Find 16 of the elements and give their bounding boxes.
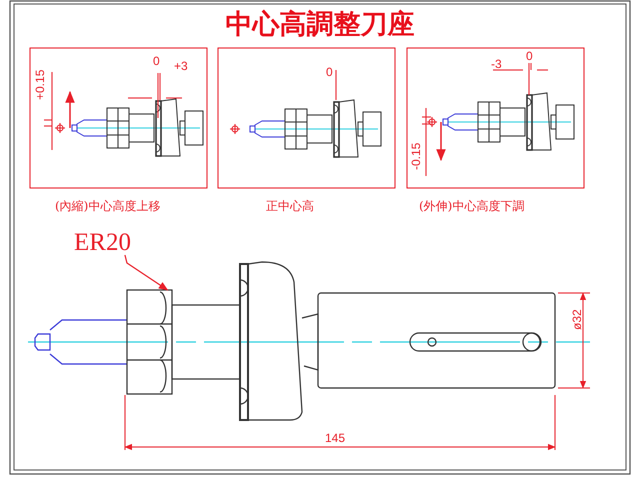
dimension-text: 0: [526, 50, 533, 62]
part-label: ER20: [74, 230, 131, 255]
dimension-text: -0.15: [410, 142, 422, 170]
dimension-text: 0: [326, 66, 333, 78]
collet-nut-drawing: [126, 289, 173, 395]
dimension-text: 0: [153, 55, 160, 67]
dimension-text: +3: [174, 60, 188, 72]
dimension-text: -3: [491, 58, 502, 70]
dimension-text: +0.15: [34, 70, 46, 100]
caption: (內縮)中心高度上移: [55, 200, 160, 212]
caption: (外伸)中心高度下調: [419, 200, 524, 212]
dimension-text: ø32: [571, 309, 583, 330]
diagram-title: 中心高調整刀座: [224, 10, 416, 40]
leader-line: [124, 254, 168, 291]
dimension-text: 145: [325, 432, 346, 444]
caption: 正中心高: [266, 200, 314, 212]
